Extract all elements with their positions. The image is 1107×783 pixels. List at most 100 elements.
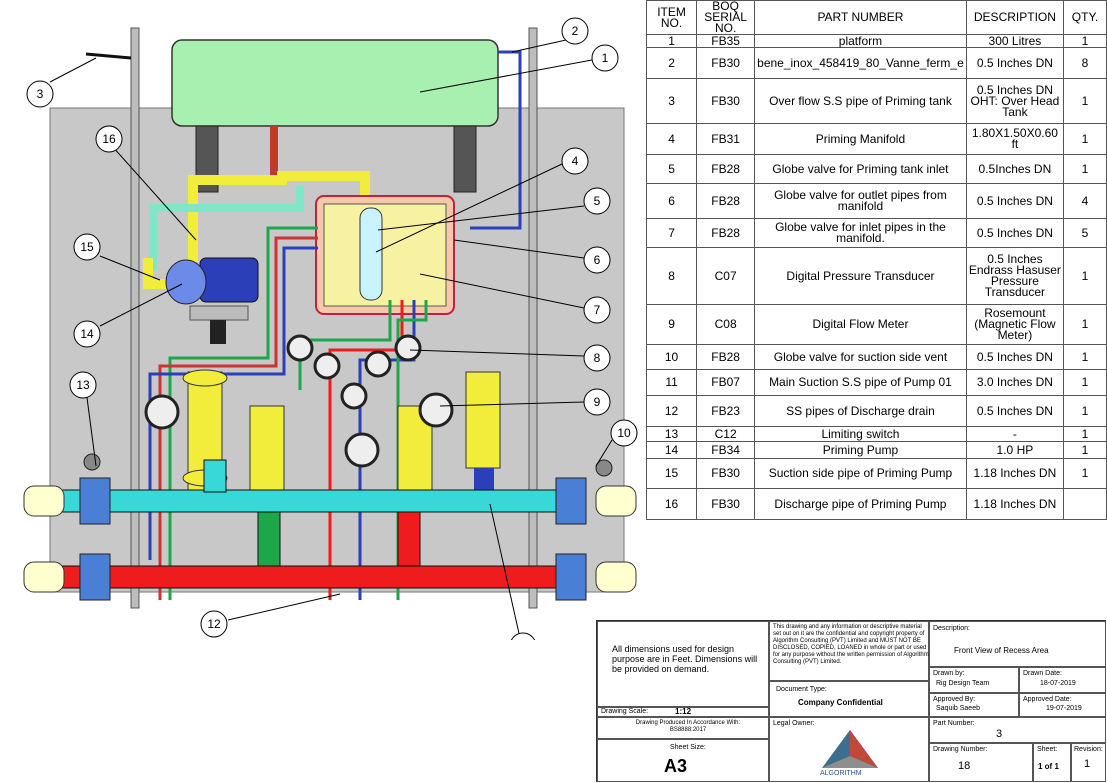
sheet-cell: Sheet: 1 of 1 (1033, 743, 1071, 782)
bom-cell-desc: 1.80X1.50X0.60 ft (965, 123, 1065, 155)
callout-16: 16 (95, 125, 123, 153)
bom-cell-desc: 0.5 Inches DN (965, 395, 1065, 427)
bom-cell-part: Digital Pressure Transducer (754, 247, 967, 305)
bom-cell-boq: FB35 (696, 34, 756, 48)
col-description: DESCRIPTION (965, 0, 1065, 35)
callout-3: 3 (26, 80, 54, 108)
bom-cell-qty: 1 (1063, 123, 1107, 155)
col-part-number: PART NUMBER (754, 0, 967, 35)
callout-label: 11 (517, 639, 530, 640)
bom-cell-item: 9 (645, 304, 698, 345)
bom-cell-qty: 1 (1063, 154, 1107, 184)
bom-cell-item: 4 (645, 123, 698, 155)
bom-cell-item: 3 (645, 78, 698, 124)
bom-cell-part: Globe valve for outlet pipes from manifo… (754, 183, 967, 219)
accordance-note: Drawing Produced In Accordance With: BS8… (635, 720, 741, 733)
drawing-scale-label-cell: Drawing Scale: (597, 707, 769, 717)
bom-cell-qty: 4 (1063, 183, 1107, 219)
callout-5: 5 (583, 187, 611, 215)
part-number-value: 3 (996, 728, 1003, 740)
bom-cell-part: Globe valve for inlet pipes in the manif… (754, 218, 967, 248)
callout-4: 4 (561, 147, 589, 175)
doc-type-label: Document Type: (776, 686, 827, 693)
bom-cell-boq: C08 (696, 304, 756, 345)
callout-10: 10 (610, 419, 638, 447)
callout-label: 12 (207, 617, 221, 631)
approved-by-value: Saquib Saeeb (936, 705, 980, 712)
callout-7: 7 (583, 296, 611, 324)
bom-cell-boq: FB07 (696, 369, 756, 396)
drawn-by-cell: Drawn by: Rig Design Team (929, 667, 1019, 693)
frame-post-right (528, 27, 538, 609)
approved-by-cell: Approved By: Saquib Saeeb (929, 693, 1019, 717)
legal-owner-cell: Legal Owner: ALGORITHM (769, 717, 929, 782)
title-block: All dimensions used for design purpose a… (596, 620, 1106, 782)
bom-cell-desc: 0.5 Inches DN (965, 183, 1065, 219)
bom-cell-item: 13 (645, 426, 698, 442)
bom-cell-item: 11 (645, 369, 698, 396)
drawn-by-label: Drawn by: (933, 670, 965, 677)
drawn-date-cell: Drawn Date: 18-07-2019 (1019, 667, 1106, 693)
bom-cell-desc: 0.5 Inches DN OHT: Over Head Tank (965, 78, 1065, 124)
description-cell: Description: Front View of Recess Area (929, 621, 1106, 667)
bom-cell-desc: 1.0 HP (965, 441, 1065, 459)
bom-cell-part: Limiting switch (754, 426, 967, 442)
bom-cell-part: Suction side pipe of Priming Pump (754, 458, 967, 489)
callout-13: 13 (69, 371, 97, 399)
main-suction-pipe (59, 489, 561, 513)
callout-8: 8 (583, 344, 611, 372)
bom-cell-boq: FB30 (696, 78, 756, 124)
accordance-cell: Drawing Produced In Accordance With: BS8… (597, 717, 769, 739)
bom-cell-item: 6 (645, 183, 698, 219)
sheet-size-label: Sheet Size: (670, 744, 706, 751)
callout-15: 15 (73, 233, 101, 261)
callout-label: 7 (594, 303, 601, 317)
drawing-number-cell: Drawing Number: 18 (929, 743, 1033, 782)
part-number-label: Part Number: (933, 720, 975, 727)
priming-tank (171, 39, 499, 127)
bom-cell-desc: - (965, 426, 1065, 442)
bom-cell-boq: FB28 (696, 154, 756, 184)
bom-cell-part: Discharge pipe of Priming Pump (754, 488, 967, 520)
bom-cell-desc: 0.5 Inches DN (965, 47, 1065, 79)
bom-cell-qty: 1 (1063, 304, 1107, 345)
drawing-scale-value: 1:12 (675, 707, 692, 716)
bom-cell-part: Globe valve for Priming tank inlet (754, 154, 967, 184)
frame-post-left (130, 27, 140, 609)
bom-cell-qty: 1 (1063, 369, 1107, 396)
bom-cell-part: Over flow S.S pipe of Priming tank (754, 78, 967, 124)
bom-cell-boq: FB34 (696, 441, 756, 459)
bom-cell-boq: FB28 (696, 183, 756, 219)
callout-label: 6 (594, 253, 601, 267)
approved-date-cell: Approved Date: 19-07-2019 (1019, 693, 1106, 717)
bom-cell-desc: 300 Litres (965, 34, 1065, 48)
bom-cell-item: 14 (645, 441, 698, 459)
bom-cell-boq: FB30 (696, 488, 756, 520)
drawing-scale-label: Drawing Scale: (601, 708, 649, 715)
revision-label: Revision: (1074, 746, 1103, 753)
bom-cell-part: Globe valve for suction side vent (754, 344, 967, 370)
approved-by-label: Approved By: (933, 696, 976, 703)
drawn-date-label: Drawn Date: (1023, 670, 1062, 677)
confidential-cell: This drawing and any information or desc… (769, 621, 929, 681)
bom-cell-qty: 1 (1063, 34, 1107, 48)
callout-label: 3 (37, 87, 44, 101)
approved-date-label: Approved Date: (1023, 696, 1072, 703)
col-boq-serial: BOQ SERIAL NO. (696, 0, 756, 35)
callout-11: 11 (510, 632, 536, 640)
sheet-size-cell: Sheet Size: A3 (597, 739, 769, 782)
bom-cell-qty: 1 (1063, 344, 1107, 370)
sheet-label: Sheet: (1037, 746, 1058, 753)
bom-cell-desc: 0.5 Inches DN (965, 218, 1065, 248)
